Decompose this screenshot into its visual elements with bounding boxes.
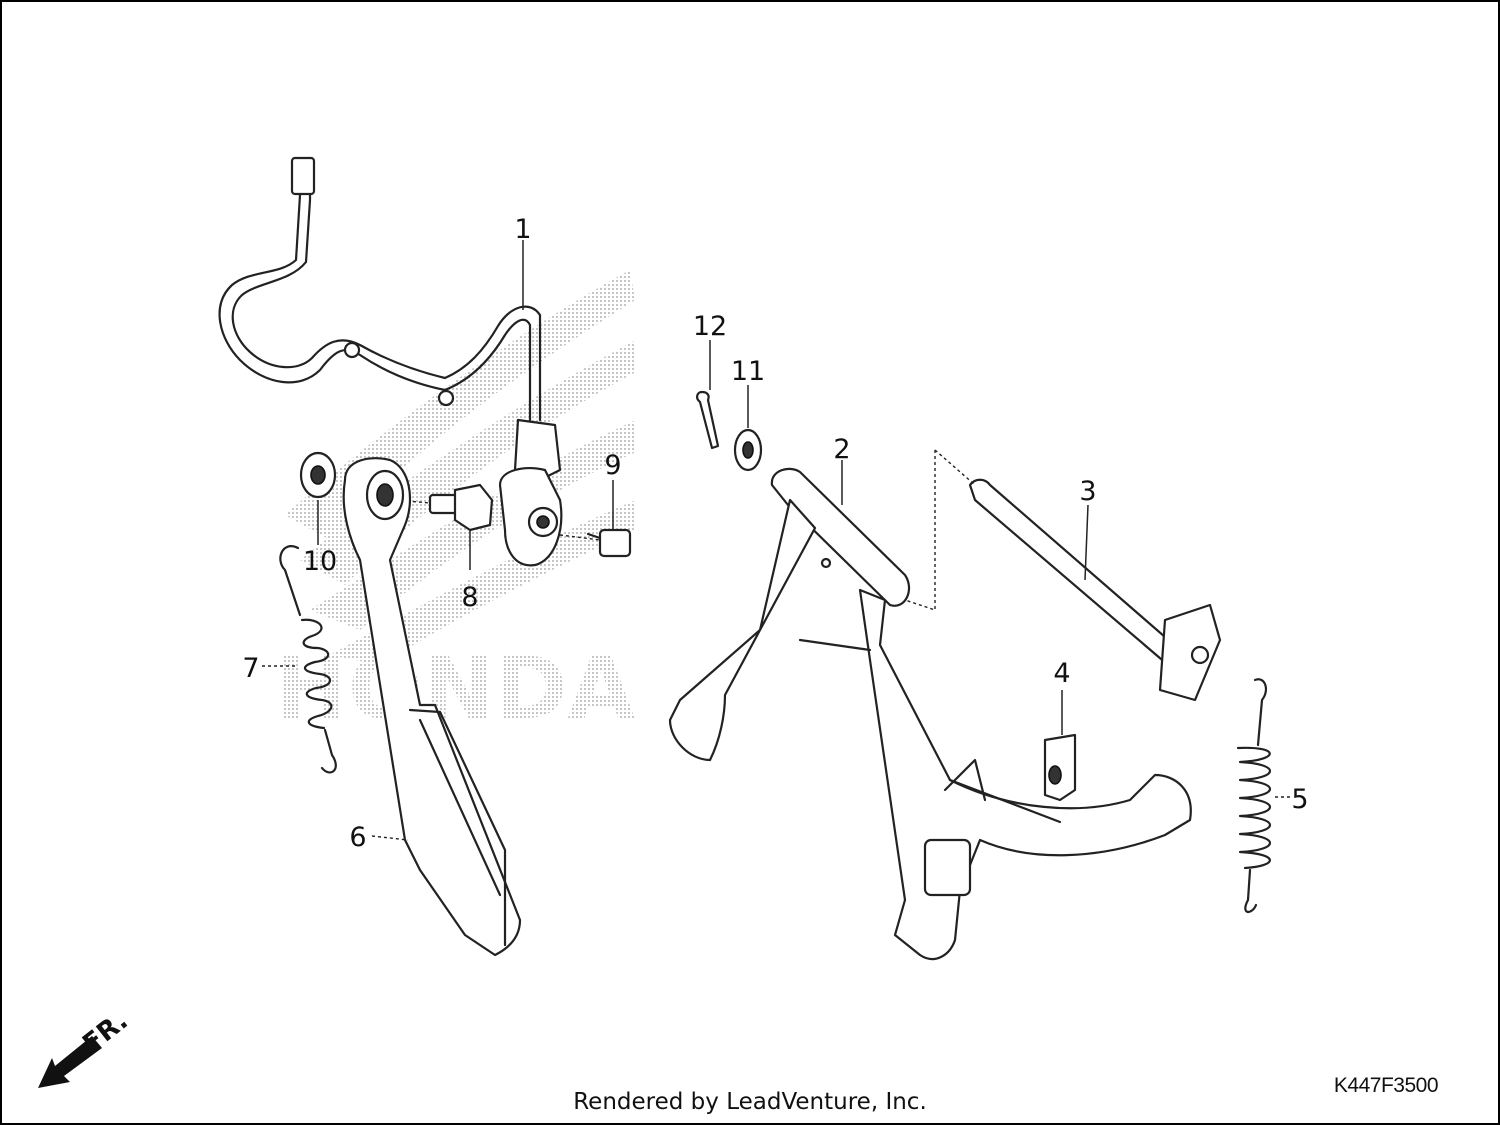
part-3-pivot-shaft	[904, 449, 1222, 702]
front-direction-arrow: FR.	[38, 1006, 134, 1088]
part-11-washer	[733, 428, 763, 472]
render-credit: Rendered by LeadVenture, Inc.	[573, 1089, 927, 1115]
callout-4: 4	[1053, 658, 1070, 689]
part-8-bolt	[394, 483, 494, 532]
part-12-cotter-pin	[696, 390, 720, 450]
callout-9: 9	[604, 450, 621, 481]
part-4-clip	[1043, 733, 1077, 802]
part-9-bolt	[559, 528, 632, 558]
callout-7: 7	[242, 653, 259, 684]
callout-6: 6	[349, 822, 366, 853]
watermark-text: HONDA	[275, 639, 635, 739]
part-2-main-stand	[668, 467, 1192, 961]
part-5-spring	[1236, 678, 1272, 913]
callout-8: 8	[461, 582, 478, 613]
callout-10: 10	[303, 546, 337, 577]
part-1-sidestand-switch	[218, 156, 563, 567]
callout-11: 11	[731, 356, 765, 387]
diagram-code: K447F3500	[1333, 1074, 1439, 1097]
callouts: 1 2 3 4 5 6 7 8 9 10 11 12	[242, 214, 1308, 853]
callout-1: 1	[514, 214, 531, 245]
callout-12: 12	[693, 311, 727, 342]
callout-5: 5	[1291, 784, 1308, 815]
callout-3: 3	[1079, 476, 1096, 507]
part-7-spring	[279, 545, 337, 774]
part-10-collar	[299, 451, 337, 499]
leader-lines	[262, 240, 1290, 841]
arrow-icon	[38, 1036, 102, 1088]
part-6-side-stand	[342, 457, 522, 957]
callout-2: 2	[833, 434, 850, 465]
